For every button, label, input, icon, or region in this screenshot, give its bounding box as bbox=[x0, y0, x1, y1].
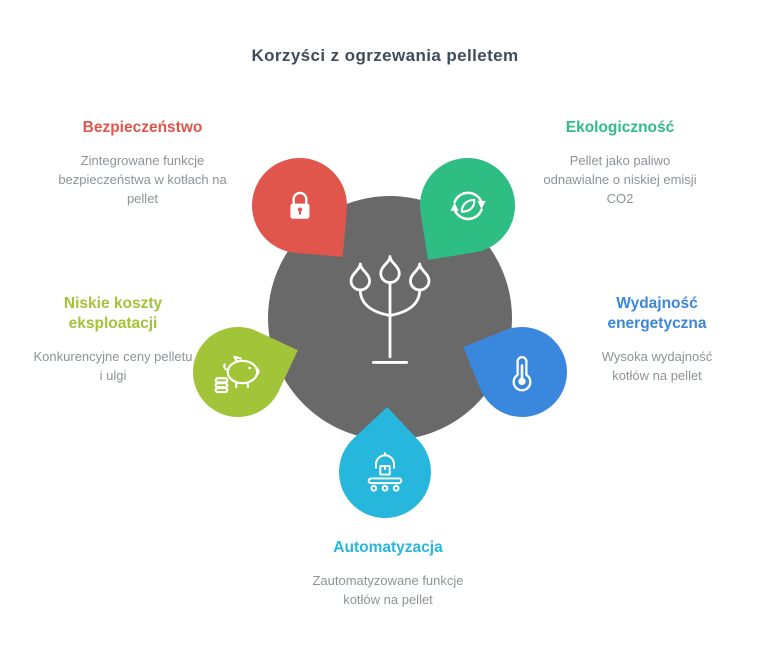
ecology-drop bbox=[413, 151, 522, 260]
lock-icon bbox=[281, 187, 319, 225]
security-drop bbox=[248, 154, 351, 257]
low-costs-label: Niskie koszty eksploatacji Konkurencyjne… bbox=[18, 294, 208, 386]
security-label: Bezpieczeństwo Zintegrowane funkcje bezp… bbox=[40, 118, 245, 209]
automation-description: Zautomatyzowane funkcje kotłów na pellet bbox=[312, 573, 464, 607]
security-description: Zintegrowane funkcje bezpieczeństwa w ko… bbox=[58, 153, 227, 206]
efficiency-drop bbox=[463, 313, 581, 431]
security-heading: Bezpieczeństwo bbox=[82, 119, 203, 136]
diagram-title: Korzyści z ogrzewania pelletem bbox=[251, 46, 519, 65]
thermometer-icon bbox=[501, 351, 543, 393]
automation-label: Automatyzacja Zautomatyzowane funkcje ko… bbox=[258, 538, 518, 610]
efficiency-heading: Wydajność energetyczna bbox=[607, 295, 707, 333]
piggy-bank-coins-icon bbox=[213, 350, 263, 394]
efficiency-label: Wydajność energetyczna Wysoka wydajność … bbox=[562, 294, 752, 386]
automation-heading: Automatyzacja bbox=[333, 539, 443, 556]
low-costs-description: Konkurencyjne ceny pelletu i ulgi bbox=[33, 349, 193, 384]
ecology-heading: Ekologiczność bbox=[565, 119, 675, 136]
low-costs-drop bbox=[178, 312, 298, 432]
ecology-description: Pellet jako paliwo odnawialne o niskiej … bbox=[543, 153, 697, 206]
recycle-leaf-icon bbox=[445, 183, 491, 229]
robot-gripper-conveyor-icon bbox=[361, 451, 409, 493]
low-costs-heading: Niskie koszty eksploatacji bbox=[63, 295, 163, 333]
pellet-plant-icon bbox=[334, 251, 446, 386]
efficiency-description: Wysoka wydajność kotłów na pellet bbox=[601, 349, 713, 384]
automation-drop bbox=[319, 406, 451, 538]
ecology-label: Ekologiczność Pellet jako paliwo odnawia… bbox=[525, 118, 715, 209]
